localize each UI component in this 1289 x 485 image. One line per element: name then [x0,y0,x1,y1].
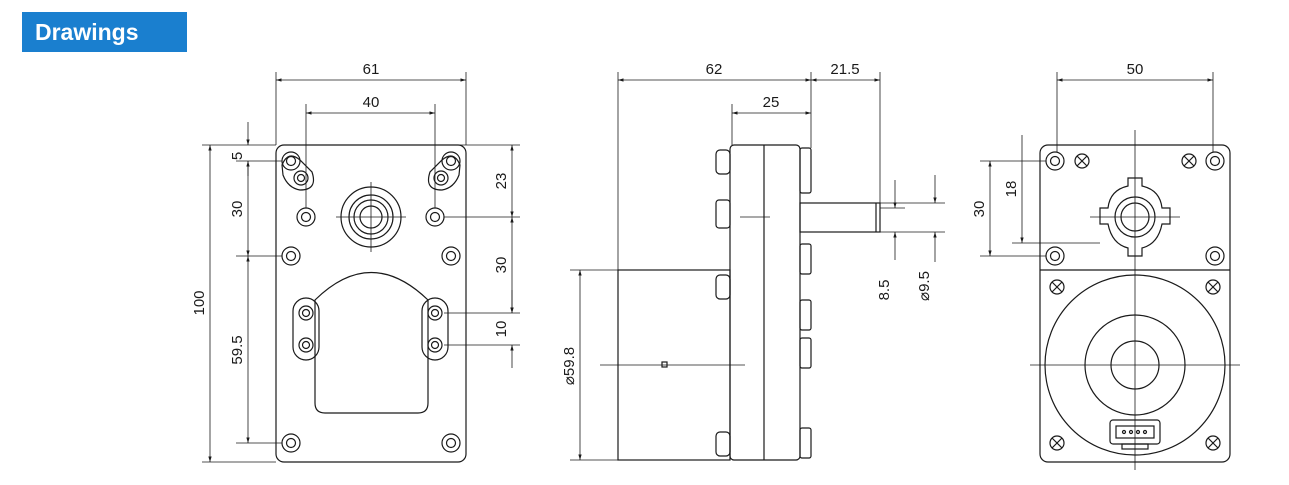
front-mount-hole [441,151,461,171]
front-cavity [314,271,429,414]
front-mount-hole [425,207,445,227]
rear-dim-18: 18 [1003,181,1020,198]
side-output-shaft [799,202,881,233]
rear-mount-hole [1205,246,1225,266]
front-dim-59-5: 59.5 [229,335,246,364]
front-mount-hole [441,433,461,453]
screw-icon [1074,153,1090,169]
rear-mount-hole [1045,151,1065,171]
rear-view: 50 30 18 [971,61,1240,470]
drawings-title-badge: Drawings [22,12,187,52]
front-dim-23: 23 [493,173,510,190]
screw-icon [1205,279,1221,295]
front-mount-hole [281,246,301,266]
rear-dim-30: 30 [971,201,988,218]
side-dim-motor-diameter: ⌀59.8 [561,347,578,385]
side-dim-length: 62 [706,61,723,78]
front-dim-width: 61 [363,61,380,78]
front-mount-hole [441,246,461,266]
rear-dim-width: 50 [1127,61,1144,78]
side-dim-9-5: ⌀9.5 [916,271,933,301]
front-vertical-slot [421,297,449,361]
front-slot [281,155,315,191]
front-dim-hole-spacing: 40 [363,94,380,111]
side-dim-shaft: 21.5 [830,61,859,78]
rear-mount-hole [1045,246,1065,266]
front-dim-10: 10 [493,321,510,338]
front-dim-30-left: 30 [229,201,246,218]
rear-connector [1109,419,1161,450]
front-dim-height: 100 [191,290,208,315]
front-vertical-slot [292,297,320,361]
side-dim-8-5: 8.5 [876,280,893,301]
front-slot [427,155,461,191]
rear-shaft-boss [1099,177,1171,257]
side-view: 62 21.5 25 ⌀59.8 8.5 ⌀9.5 [561,61,945,461]
front-plate-outline [275,144,467,463]
screw-icon [1181,153,1197,169]
front-mount-hole [296,207,316,227]
screw-icon [1049,279,1065,295]
front-dim-5: 5 [229,152,246,160]
front-mount-hole [281,433,301,453]
front-mount-hole [281,151,301,171]
front-view: 61 40 100 5 30 59.5 23 30 10 [191,61,520,463]
side-gearbox-housing [729,144,801,461]
rear-mount-hole [1205,151,1225,171]
side-dim-25: 25 [763,94,780,111]
screw-icon [1205,435,1221,451]
front-dim-30-right: 30 [493,257,510,274]
screw-icon [1049,435,1065,451]
